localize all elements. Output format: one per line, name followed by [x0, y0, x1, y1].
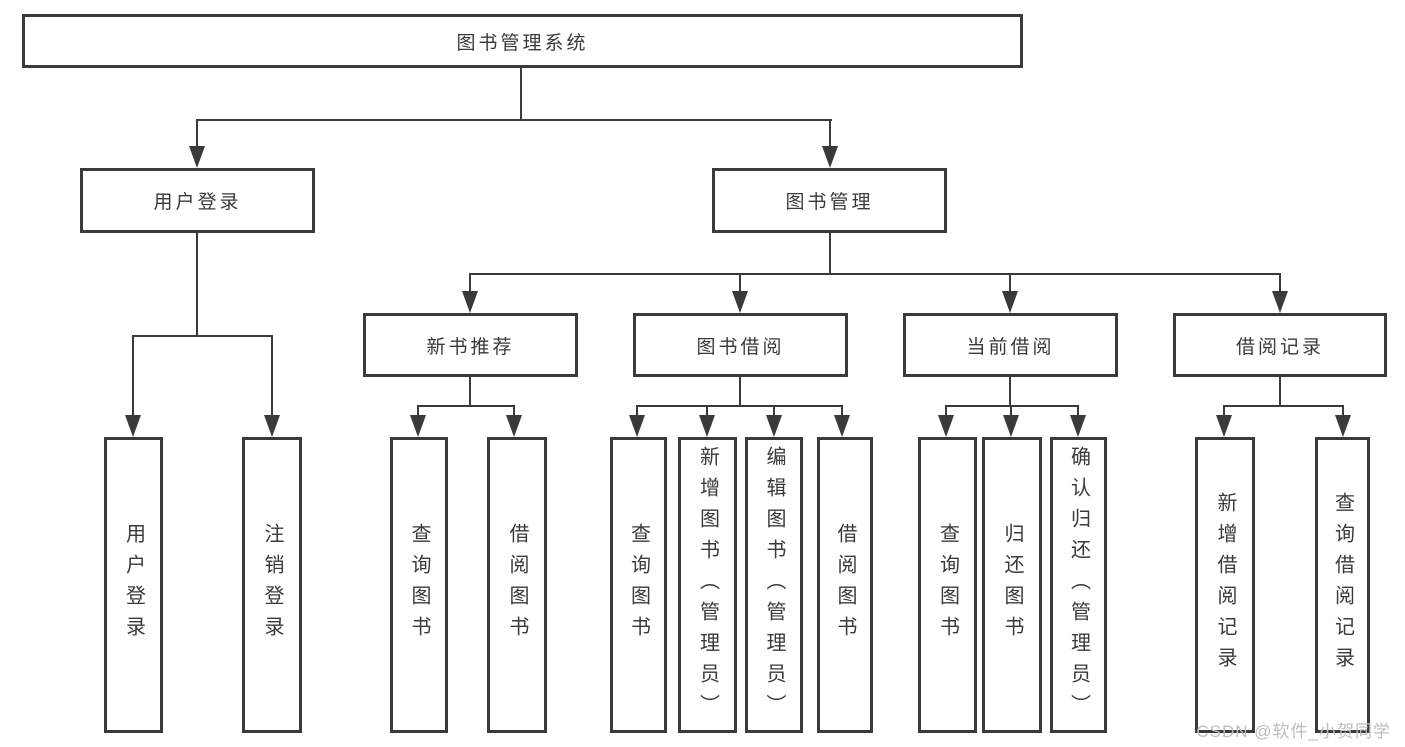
leaf-user-login: 用户登录	[104, 437, 163, 733]
arrowhead-down-icon	[699, 415, 715, 437]
connector-line	[1009, 273, 1011, 293]
arrowhead-down-icon	[732, 291, 748, 313]
node-user-login: 用户登录	[80, 168, 315, 233]
connector-line	[513, 405, 515, 417]
arrowhead-down-icon	[1070, 415, 1086, 437]
node-label: 图书借阅	[696, 336, 785, 358]
connector-line	[132, 335, 273, 337]
node-new-book-recommendation: 新书推荐	[363, 313, 578, 377]
arrowhead-down-icon	[822, 146, 838, 168]
leaf-query-books-borrowing: 查询图书	[610, 437, 667, 733]
connector-line	[636, 405, 843, 407]
csdn-watermark: CSDN @软件_小贺同学	[1196, 722, 1391, 741]
connector-line	[706, 405, 708, 417]
arrowhead-down-icon	[1003, 415, 1019, 437]
leaf-label: 归还图书	[1001, 523, 1023, 647]
connector-line	[196, 119, 198, 148]
arrowhead-down-icon	[834, 415, 850, 437]
arrowhead-down-icon	[125, 415, 141, 437]
arrowhead-down-icon	[264, 415, 280, 437]
connector-line	[520, 68, 522, 119]
connector-line	[829, 233, 831, 273]
node-label: 新书推荐	[426, 336, 515, 358]
connector-line	[829, 119, 831, 148]
node-label: 图书管理系统	[456, 32, 589, 54]
leaf-borrow-books-borrowing: 借阅图书	[817, 437, 873, 733]
connector-line	[1077, 405, 1079, 417]
leaf-query-borrow-record: 查询借阅记录	[1315, 437, 1370, 733]
leaf-label: 查询借阅记录	[1331, 492, 1354, 678]
arrowhead-down-icon	[938, 415, 954, 437]
leaf-label: 借阅图书	[834, 523, 856, 647]
leaf-label: 查询图书	[627, 523, 650, 647]
arrowhead-down-icon	[410, 415, 426, 437]
connector-line	[945, 405, 947, 417]
connector-line	[1223, 405, 1225, 417]
leaf-confirm-return-admin: 确认归还（管理员）	[1050, 437, 1107, 733]
connector-line	[132, 335, 134, 417]
node-book-borrowing: 图书借阅	[633, 313, 848, 377]
connector-line	[196, 233, 198, 335]
arrowhead-down-icon	[1002, 291, 1018, 313]
node-label: 借阅记录	[1235, 336, 1324, 358]
arrowhead-down-icon	[766, 415, 782, 437]
leaf-edit-books-admin: 编辑图书（管理员）	[745, 437, 803, 733]
connector-line	[1010, 405, 1012, 417]
connector-line	[739, 377, 741, 405]
arrowhead-down-icon	[1216, 415, 1232, 437]
node-library-management-system: 图书管理系统	[22, 14, 1023, 68]
arrowhead-down-icon	[506, 415, 522, 437]
leaf-label: 注销登录	[261, 523, 283, 647]
node-label: 图书管理	[785, 192, 874, 213]
connector-line	[739, 273, 741, 293]
connector-line	[1279, 273, 1281, 293]
node-label: 用户登录	[153, 192, 242, 213]
node-borrowing-records: 借阅记录	[1173, 313, 1387, 377]
arrowhead-down-icon	[1335, 415, 1351, 437]
arrowhead-down-icon	[462, 291, 478, 313]
connector-line	[636, 405, 638, 417]
connector-line	[196, 119, 832, 121]
leaf-query-books-current: 查询图书	[918, 437, 977, 733]
arrowhead-down-icon	[1272, 291, 1288, 313]
connector-line	[417, 405, 419, 417]
leaf-borrow-books-recommend: 借阅图书	[487, 437, 547, 733]
leaf-add-borrow-record: 新增借阅记录	[1195, 437, 1255, 733]
leaf-label: 查询图书	[408, 523, 430, 647]
connector-line	[469, 273, 471, 293]
connector-line	[271, 335, 273, 417]
leaf-return-books: 归还图书	[982, 437, 1042, 733]
leaf-label: 确认归还（管理员）	[1067, 445, 1090, 725]
connector-line	[841, 405, 843, 417]
connector-line	[469, 273, 1281, 275]
connector-line	[417, 405, 515, 407]
connector-line	[1223, 405, 1344, 407]
connector-line	[773, 405, 775, 417]
leaf-label: 新增图书（管理员）	[696, 445, 719, 725]
connector-line	[1009, 377, 1011, 405]
node-label: 当前借阅	[966, 336, 1055, 358]
leaf-label: 用户登录	[122, 523, 145, 647]
connector-line	[945, 405, 1079, 407]
leaf-label: 编辑图书（管理员）	[763, 445, 785, 725]
arrowhead-down-icon	[189, 146, 205, 168]
leaf-label: 借阅图书	[506, 523, 528, 647]
node-current-borrowing: 当前借阅	[903, 313, 1118, 377]
node-book-management: 图书管理	[712, 168, 947, 233]
leaf-add-books-admin: 新增图书（管理员）	[678, 437, 737, 733]
leaf-label: 新增借阅记录	[1214, 492, 1236, 678]
leaf-query-books-recommend: 查询图书	[390, 437, 448, 733]
arrowhead-down-icon	[629, 415, 645, 437]
connector-line	[1279, 377, 1281, 405]
connector-line	[469, 377, 471, 405]
leaf-logout: 注销登录	[242, 437, 302, 733]
connector-line	[1342, 405, 1344, 417]
leaf-label: 查询图书	[936, 523, 959, 647]
